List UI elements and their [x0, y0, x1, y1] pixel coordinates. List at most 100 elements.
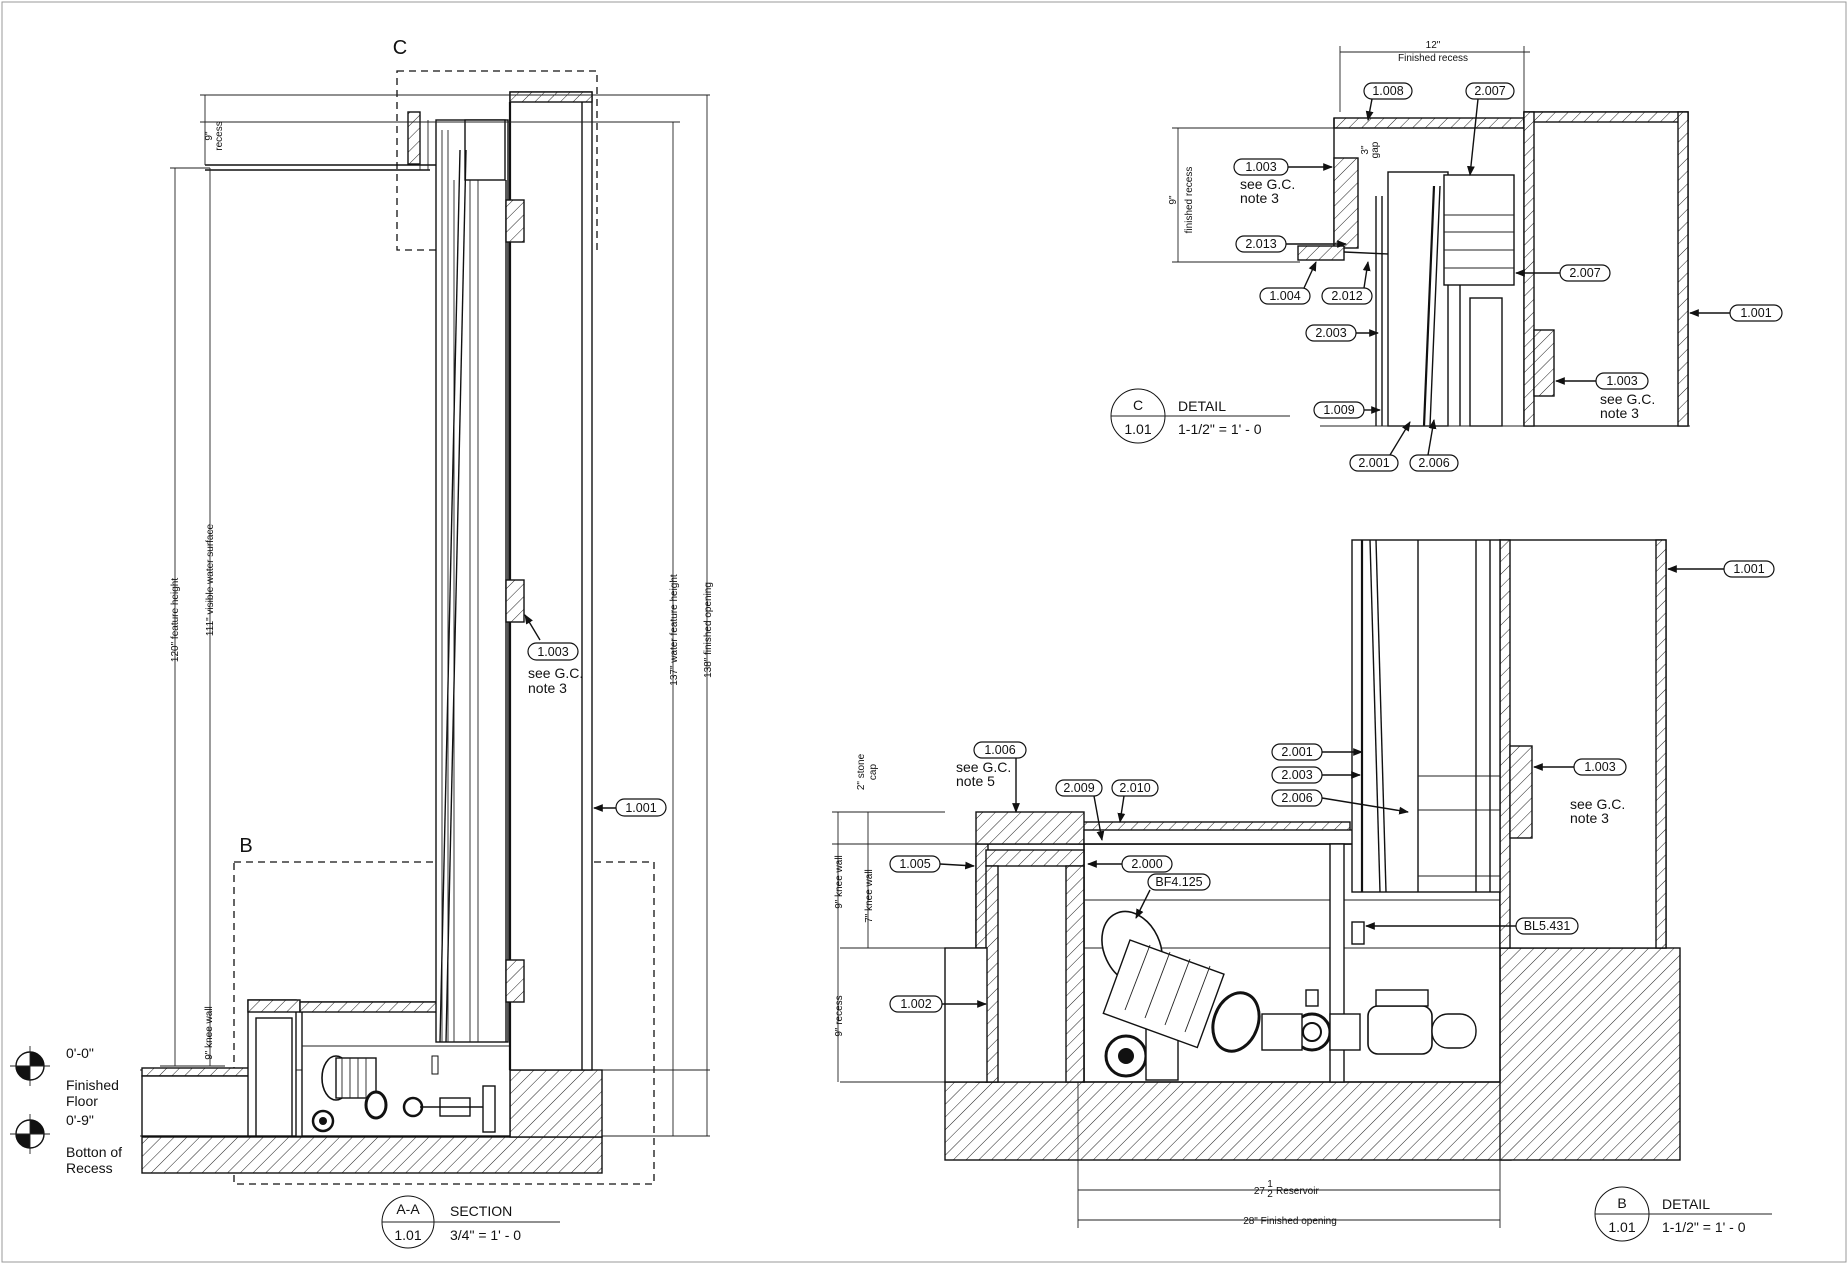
section-aa-drawing: C B	[10, 37, 714, 1249]
tag-b-2006-label: 2.006	[1281, 791, 1312, 805]
detail-b-floor-slab	[1499, 947, 1681, 1161]
elevation-marker-bottom-of-recess	[10, 1114, 50, 1154]
dim-b-knee-wall-7: 7" knee wall	[864, 869, 875, 923]
tag-b-2009-label: 2.009	[1063, 781, 1094, 795]
tag-b-1006-label: 1.006	[984, 743, 1015, 757]
tag-b-1002-label: 1.002	[900, 997, 931, 1011]
tag-c-1003b-note-2: note 3	[1600, 405, 1639, 421]
section-aa-title: SECTION	[450, 1203, 512, 1219]
tag-c-2001-label: 2.001	[1358, 456, 1389, 470]
dim-b-knee-wall-9: 9" knee wall	[834, 855, 845, 909]
tag-c-1003b-label: 1.003	[1606, 374, 1637, 388]
view-marker-b: B	[239, 835, 252, 857]
dim-visible-water-surface: 111" visible water surface	[205, 524, 216, 637]
tag-b-2010-label: 2.010	[1119, 781, 1150, 795]
tag-c-2012	[1321, 287, 1373, 305]
dim-recess-2: recess	[214, 121, 225, 150]
tag-b-1003-label: 1.003	[1584, 760, 1615, 774]
detail-c-drawing: 12" Finished recess 9" finished recess 3…	[1110, 40, 1783, 472]
tag-1003-section	[527, 642, 579, 661]
pump-icon	[311, 1055, 496, 1133]
tag-c-2001	[1349, 454, 1399, 472]
section-aa-title-bubble	[381, 1195, 560, 1249]
detail-c-stone	[1333, 157, 1359, 249]
tag-c-1004	[1259, 287, 1311, 305]
tag-b-1006	[973, 741, 1027, 759]
tag-c-1003b-note-1: see G.C.	[1600, 391, 1655, 407]
dim-b-finished-opening: 28" Finished opening	[1243, 1216, 1337, 1227]
tag-c-1003a-note-1: see G.C.	[1240, 176, 1295, 192]
dim-b-reservoir-den: 2	[1267, 1189, 1273, 1200]
tag-c-2013-label: 2.013	[1245, 237, 1276, 251]
tag-b-2009	[1055, 779, 1103, 797]
dim-finished-opening: 138" finished opening	[703, 582, 714, 678]
dim-feature-height: 120" feature height	[170, 578, 181, 662]
section-dimension-lines	[160, 94, 710, 1136]
detail-b-title: DETAIL	[1662, 1196, 1710, 1212]
tag-c-1003a-label: 1.003	[1245, 160, 1276, 174]
detail-b-dimension-lines	[832, 811, 1501, 1228]
elevation-bor-label-2: Recess	[66, 1160, 113, 1176]
tag-b-2003-label: 2.003	[1281, 768, 1312, 782]
dim-c-recess-side-2: finished recess	[1184, 167, 1195, 234]
tag-c-2007b-label: 2.007	[1569, 266, 1600, 280]
section-aa-bubble-bottom: 1.01	[394, 1227, 421, 1243]
section-aa-scale: 3/4" = 1' - 0	[450, 1227, 521, 1243]
dim-c-recess-side-1: 9"	[1168, 195, 1179, 205]
detail-b-reservoir	[1083, 843, 1501, 1083]
tag-c-2006-label: 2.006	[1418, 456, 1449, 470]
detail-b-main-wall	[1499, 539, 1667, 949]
tag-b-bf4125	[1147, 873, 1211, 891]
detail-c-callout-box	[396, 70, 598, 251]
tag-1001-section-label: 1.001	[625, 801, 656, 815]
tag-c-2006	[1409, 454, 1459, 472]
elevation-bor-value: 0'-9"	[66, 1112, 94, 1128]
tag-b-2010	[1111, 779, 1159, 797]
dim-c-gap-1: 3"	[1360, 145, 1371, 155]
dim-b-stone-cap-1: 2" stone	[856, 753, 867, 790]
tag-c-1004-label: 1.004	[1269, 289, 1300, 303]
dim-b-reservoir-whole: 27	[1254, 1186, 1266, 1197]
detail-b-pump-icon	[1101, 910, 1477, 1081]
dim-b-reservoir-num: 1	[1267, 1179, 1273, 1190]
tag-b-2001-label: 2.001	[1281, 745, 1312, 759]
tag-c-2007a-label: 2.007	[1474, 84, 1505, 98]
recess-floor-slab	[141, 1136, 603, 1174]
dim-c-recess-top-1: 12"	[1426, 40, 1441, 51]
dim-b-recess: 9" recess	[834, 995, 845, 1036]
tag-c-1001-label: 1.001	[1740, 306, 1771, 320]
dim-recess-1: 9"	[204, 131, 215, 141]
tag-c-2003-label: 2.003	[1315, 326, 1346, 340]
detail-c-header-box	[1443, 174, 1515, 286]
tag-b-1001-label: 1.001	[1733, 562, 1764, 576]
tag-b-1003-note-1: see G.C.	[1570, 796, 1625, 812]
section-aa-bubble-top: A-A	[396, 1201, 420, 1217]
dim-c-recess-top-2: Finished recess	[1398, 53, 1468, 64]
detail-b-scale: 1-1/2" = 1' - 0	[1662, 1219, 1746, 1235]
tag-c-1003a-note-2: note 3	[1240, 190, 1279, 206]
view-marker-c: C	[393, 37, 407, 59]
tag-b-2000-label: 2.000	[1131, 857, 1162, 871]
tag-b-1005-label: 1.005	[899, 857, 930, 871]
dim-water-feature-height: 137" water feature height	[669, 574, 680, 686]
elevation-ff-value: 0'-0"	[66, 1045, 94, 1061]
detail-b-title-bubble	[1594, 1186, 1772, 1242]
detail-c-scale: 1-1/2" = 1' - 0	[1178, 421, 1262, 437]
tag-c-1008	[1363, 82, 1413, 100]
dim-b-stone-cap-2: cap	[868, 764, 879, 781]
dim-b-reservoir-label: Reservoir	[1276, 1186, 1319, 1197]
detail-b-recess-slab	[944, 1081, 1512, 1161]
elevation-ff-label-1: Finished	[66, 1077, 119, 1093]
elevation-ff-label-2: Floor	[66, 1093, 98, 1109]
tag-1003-section-note-1: see G.C.	[528, 665, 583, 681]
tag-c-2012-label: 2.012	[1331, 289, 1362, 303]
tag-b-1003-note-2: note 3	[1570, 810, 1609, 826]
floor-slab-right	[509, 1069, 603, 1138]
elevation-bor-label-1: Botton of	[66, 1144, 122, 1160]
tag-1003-section-label: 1.003	[537, 645, 568, 659]
tag-1003-section-note-2: note 3	[528, 680, 567, 696]
detail-c-bubble-bottom: 1.01	[1124, 421, 1151, 437]
